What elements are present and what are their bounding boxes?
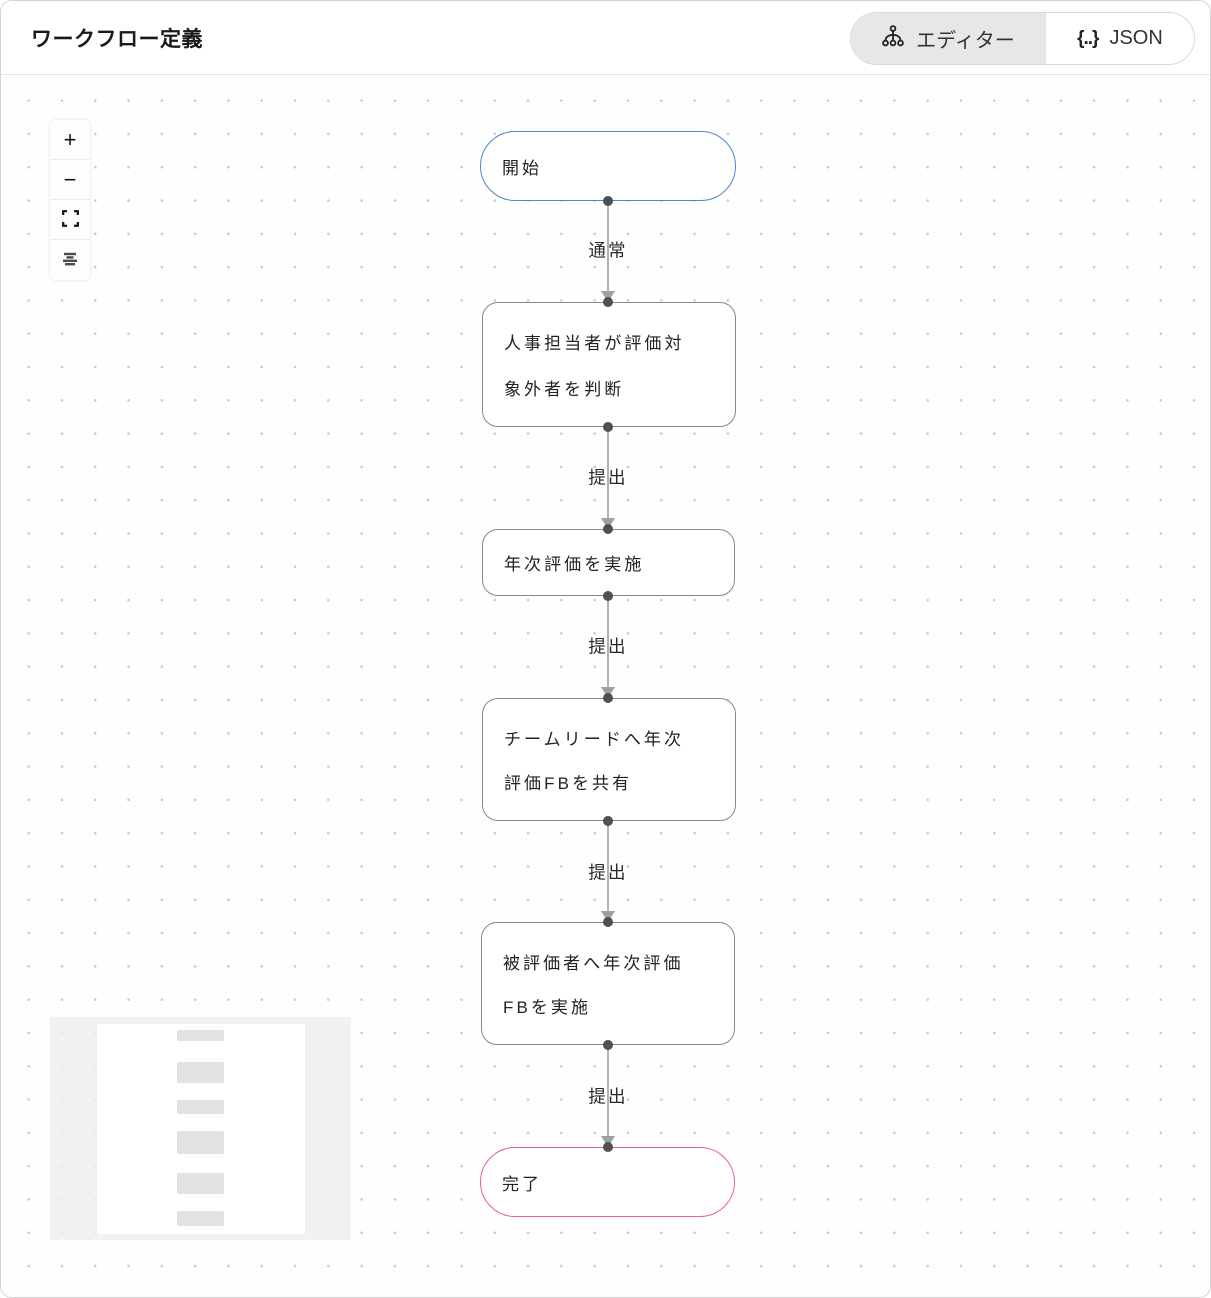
auto-layout-icon [61, 249, 79, 271]
canvas-controls: + − [50, 120, 90, 280]
edge-task2-task3 [607, 596, 609, 687]
tab-json[interactable]: {..} JSON [1044, 13, 1194, 64]
edge-label[interactable]: 提出 [588, 1086, 628, 1107]
minimap[interactable] [50, 1017, 351, 1240]
tab-editor[interactable]: エディター [851, 13, 1045, 64]
view-toggle: エディター {..} JSON [850, 12, 1195, 65]
node-label-line: FBを実施 [503, 998, 592, 1018]
handle-task1-bottom[interactable] [603, 422, 613, 432]
edge-start-task1 [607, 201, 609, 291]
header: ワークフロー定義 エディター {..} JSON [1, 1, 1210, 75]
node-label-line: 人事担当者が評価対 [504, 334, 685, 354]
handle-task4-bottom[interactable] [603, 1040, 613, 1050]
edge-task3-task4 [607, 821, 609, 911]
edge-start-task1-arrowhead [601, 291, 615, 302]
tab-json-label: JSON [1109, 27, 1163, 49]
braces-icon: {..} [1077, 27, 1099, 49]
edge-task2-task3-arrowhead [601, 687, 615, 698]
node-task-4[interactable]: 被評価者へ年次評価 FBを実施 [481, 922, 735, 1045]
edge-task3-task4-arrowhead [601, 911, 615, 922]
auto-layout-button[interactable] [50, 240, 90, 280]
plus-icon: + [63, 126, 77, 152]
minimap-node-task-4 [177, 1173, 224, 1194]
edge-task1-task2-arrowhead [601, 518, 615, 529]
fit-view-button[interactable] [50, 200, 90, 240]
minimap-node-task-1 [177, 1062, 224, 1083]
zoom-out-button[interactable]: − [50, 160, 90, 200]
edge-label[interactable]: 提出 [588, 467, 628, 488]
minimap-node-task-3 [177, 1131, 224, 1154]
node-label-line: 象外者を判断 [504, 379, 625, 399]
handle-task2-bottom[interactable] [603, 591, 613, 601]
node-start[interactable]: 開始 [480, 131, 736, 201]
node-label: 開始 [502, 158, 543, 178]
handle-end-top[interactable] [603, 1142, 613, 1152]
minimap-node-task-2 [177, 1100, 224, 1114]
minus-icon: − [63, 166, 77, 192]
node-label: 年次評価を実施 [504, 555, 645, 574]
edge-task1-task2 [607, 427, 609, 518]
edge-label[interactable]: 通常 [588, 240, 628, 261]
edge-task4-end-arrowhead [601, 1136, 615, 1147]
handle-task3-bottom[interactable] [603, 816, 613, 826]
fit-view-icon [61, 209, 79, 231]
node-task-1[interactable]: 人事担当者が評価対 象外者を判断 [482, 302, 736, 427]
minimap-node-end [177, 1211, 224, 1226]
minimap-node-start [177, 1030, 224, 1041]
flow-canvas[interactable]: + − [1, 75, 1210, 1297]
node-label: 完了 [502, 1174, 543, 1194]
node-task-3[interactable]: チームリードへ年次 評価FBを共有 [482, 698, 736, 821]
workflow-tree-icon [881, 24, 905, 54]
zoom-in-button[interactable]: + [50, 120, 90, 160]
handle-task4-top[interactable] [603, 917, 613, 927]
tab-editor-label: エディター [916, 30, 1015, 52]
edge-task4-end [607, 1045, 609, 1136]
node-label-line: 被評価者へ年次評価 [503, 953, 684, 973]
page-title: ワークフロー定義 [31, 27, 203, 51]
minimap-viewport[interactable] [97, 1024, 305, 1234]
node-label-line: チームリードへ年次 [504, 729, 685, 749]
node-task-2[interactable]: 年次評価を実施 [482, 529, 735, 596]
handle-start-bottom[interactable] [603, 196, 613, 206]
edge-label[interactable]: 提出 [588, 636, 628, 657]
edge-label[interactable]: 提出 [588, 862, 628, 883]
node-label-line: 評価FBを共有 [504, 774, 633, 794]
handle-task2-top[interactable] [603, 524, 613, 534]
handle-task3-top[interactable] [603, 693, 613, 703]
handle-task1-top[interactable] [603, 297, 613, 307]
node-end[interactable]: 完了 [480, 1147, 735, 1217]
